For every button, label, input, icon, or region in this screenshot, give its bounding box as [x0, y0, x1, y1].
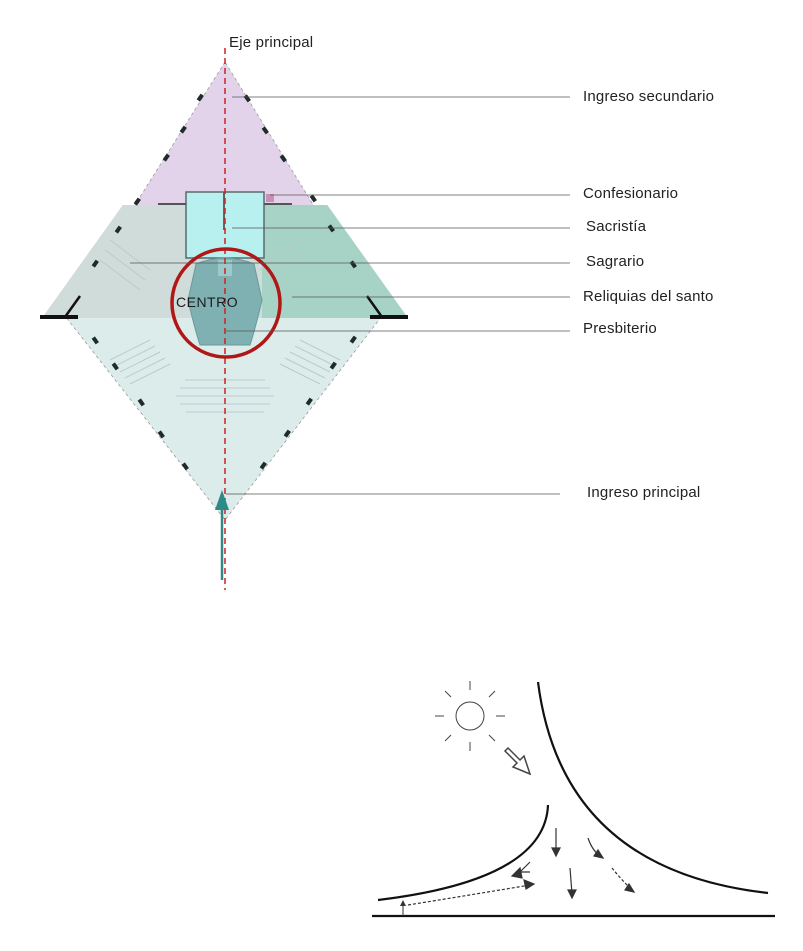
center-label: CENTRO: [176, 294, 239, 310]
label-ingreso-principal: Ingreso principal: [587, 484, 701, 501]
label-reliquias: Reliquias del santo: [583, 288, 714, 305]
center-circle: [170, 247, 282, 359]
sun-icon: [435, 681, 505, 751]
sunlight-arrow-icon: [503, 746, 532, 776]
label-sagrario: Sagrario: [586, 253, 645, 270]
side-walls: [40, 295, 408, 319]
entrance-arrow: [215, 490, 229, 510]
roof-curve-right: [536, 681, 769, 895]
label-sacristia: Sacristía: [586, 218, 647, 235]
axis-label: Eje principal: [229, 34, 314, 51]
confessional-box: [266, 194, 274, 202]
airflow-arrows: [407, 828, 636, 906]
label-confesionario: Confesionario: [583, 185, 679, 202]
label-presbiterio: Presbiterio: [583, 320, 657, 337]
window-marks: [91, 93, 357, 471]
leader-lines: [130, 96, 570, 495]
label-ingreso-secundario: Ingreso secundario: [583, 88, 715, 105]
roof-curve-left: [377, 804, 550, 902]
